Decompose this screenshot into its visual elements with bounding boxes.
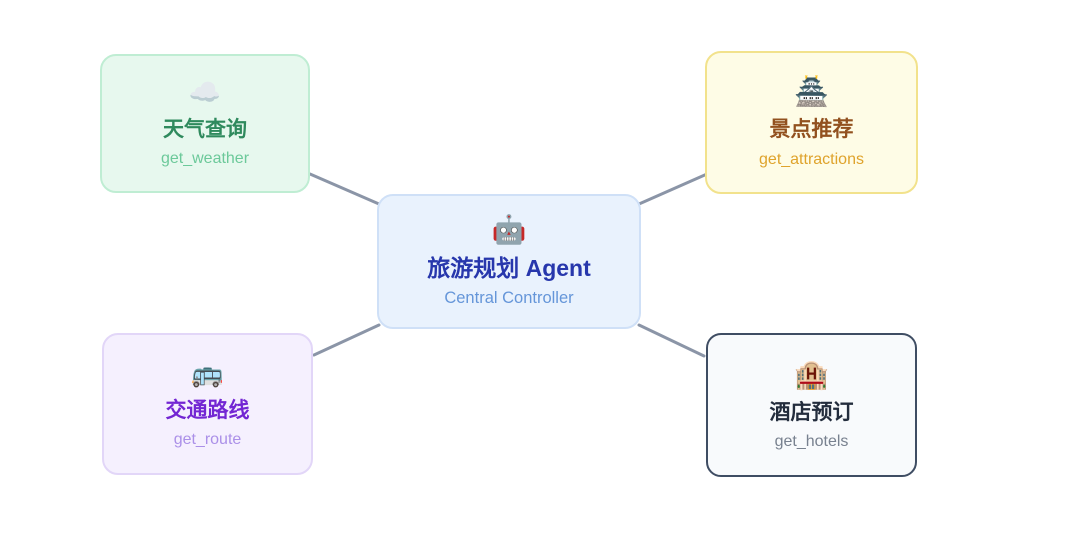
bus-icon: 🚌 xyxy=(191,357,224,388)
node-attractions-title: 景点推荐 xyxy=(769,118,854,142)
hotel-icon: 🏨 xyxy=(794,358,829,390)
node-attractions: 🏯 景点推荐 get_attractions xyxy=(705,51,918,194)
node-attractions-subtitle: get_attractions xyxy=(759,150,864,168)
node-hotels-title: 酒店预订 xyxy=(769,400,854,424)
node-agent-subtitle: Central Controller xyxy=(444,289,574,308)
node-hotels: 🏨 酒店预订 get_hotels xyxy=(706,333,917,477)
node-weather-title: 天气查询 xyxy=(163,118,247,142)
cloud-icon: ☁️ xyxy=(188,77,222,108)
node-weather: ☁️ 天气查询 get_weather xyxy=(100,54,310,193)
connector-route-agent xyxy=(312,323,381,357)
node-weather-subtitle: get_weather xyxy=(160,150,250,168)
node-agent-title: 旅游规划 Agent xyxy=(427,254,591,281)
node-hotels-subtitle: get_hotels xyxy=(774,433,849,451)
node-agent-central: 🤖 旅游规划 Agent Central Controller xyxy=(377,194,641,329)
robot-icon: 🤖 xyxy=(491,213,527,245)
connector-hotels-agent xyxy=(637,323,706,358)
node-route-subtitle: get_route xyxy=(173,430,242,448)
connector-attractions-agent xyxy=(637,172,709,206)
node-route-title: 交通路线 xyxy=(165,398,250,422)
castle-icon: 🏯 xyxy=(794,76,829,108)
node-route: 🚌 交通路线 get_route xyxy=(102,333,313,475)
connector-weather-agent xyxy=(308,172,381,206)
